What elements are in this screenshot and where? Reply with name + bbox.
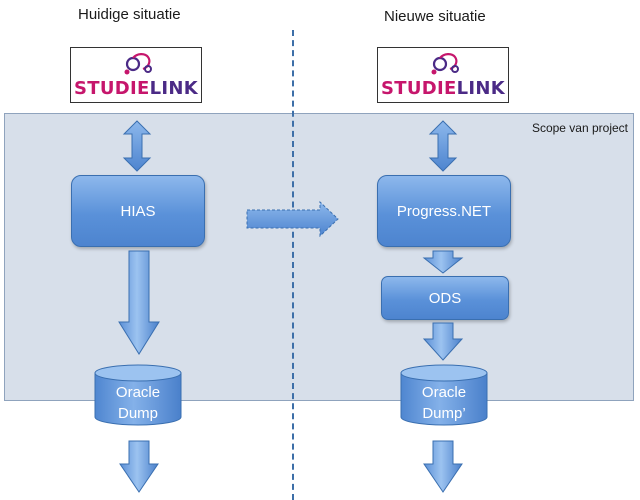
down-arrow-hias-oracle (118, 250, 160, 355)
studielink-logo-left: STUDIELINK (70, 47, 202, 103)
down-arrow-bottom-left (119, 440, 159, 493)
database-cylinder-icon (400, 364, 488, 426)
hias-box: HIAS (71, 175, 205, 247)
project-scope-region (4, 113, 634, 401)
double-arrow-left (122, 120, 152, 172)
heading-current: Huidige situatie (78, 6, 181, 23)
double-arrow-right (428, 120, 458, 172)
scope-label: Scope van project (531, 121, 628, 135)
down-arrow-bottom-right (423, 440, 463, 493)
studielink-swirl-icon (431, 53, 459, 75)
migration-arrow (246, 200, 339, 238)
progress-net-box: Progress.NET (377, 175, 511, 247)
logo-wordmark: STUDIELINK (74, 78, 198, 99)
database-cylinder-icon (94, 364, 182, 426)
logo-wordmark: STUDIELINK (381, 78, 505, 99)
heading-new: Nieuwe situatie (384, 8, 486, 25)
down-arrow-progress-ods (422, 250, 464, 274)
situation-divider (292, 30, 294, 500)
studielink-swirl-icon (124, 53, 152, 75)
down-arrow-ods-oracle (422, 322, 464, 361)
ods-box: ODS (381, 276, 509, 320)
studielink-logo-right: STUDIELINK (377, 47, 509, 103)
